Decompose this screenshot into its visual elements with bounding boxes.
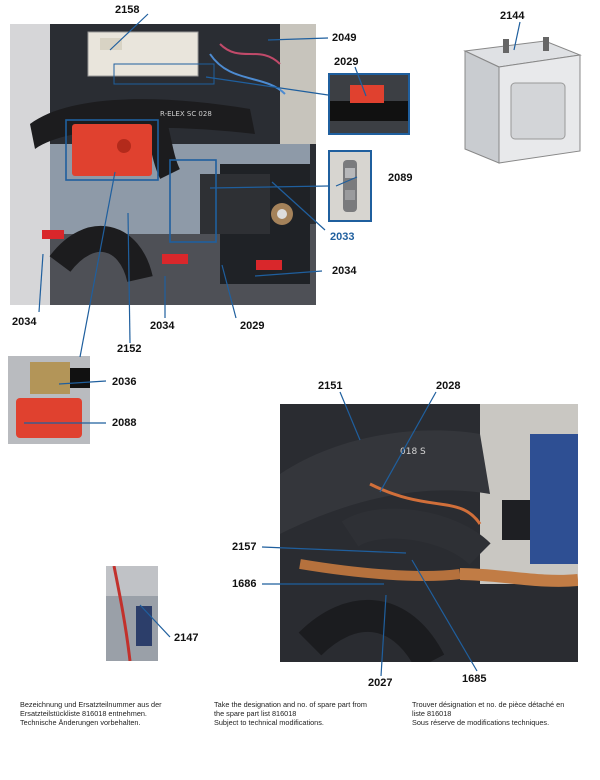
pipe-print-text: R-ELEX SC 028 — [160, 110, 212, 118]
label-2028: 2028 — [436, 380, 461, 392]
label-2029-bottom: 2029 — [240, 320, 265, 332]
label-2034-middle: 2034 — [150, 320, 175, 332]
footer-french-line-2: liste 816018 — [412, 709, 452, 719]
label-2088: 2088 — [112, 417, 137, 429]
footer-french-line-3: Sous réserve de modifications techniques… — [412, 718, 550, 728]
label-1686: 1686 — [232, 578, 257, 590]
label-2049: 2049 — [332, 32, 357, 44]
label-2089: 2089 — [388, 172, 413, 184]
footer-english-line-3: Subject to technical modifications. — [214, 718, 324, 728]
label-2157: 2157 — [232, 541, 257, 553]
main-boiler-photo: R-ELEX SC 028 — [10, 24, 316, 305]
pipe-print-text-2: 018 S — [400, 447, 426, 457]
footer-german-line-2: Ersatzteilstückliste 816018 entnehmen. — [20, 709, 147, 719]
footer-english-line-1: Take the designation and no. of spare pa… — [214, 700, 367, 709]
inset-2029-photo — [328, 73, 410, 135]
inset-2089-photo — [328, 150, 372, 222]
inset-2147-photo — [106, 566, 158, 661]
valve-actuator-red — [72, 124, 152, 176]
label-2034-right: 2034 — [332, 265, 357, 277]
label-1685: 1685 — [462, 673, 487, 685]
render-2144 — [455, 31, 587, 171]
footer-german: Bezeichnung und Ersatzteilnummer aus der… — [20, 700, 200, 728]
footer-german-line-3: Technische Änderungen vorbehalten. — [20, 718, 141, 728]
label-2151: 2151 — [318, 380, 343, 392]
footer-english: Take the designation and no. of spare pa… — [214, 700, 394, 728]
footer-english-line-2: the spare part list 816018 — [214, 709, 297, 719]
label-2027: 2027 — [368, 677, 393, 689]
label-2144: 2144 — [500, 10, 525, 22]
burner-area-photo: 018 S — [280, 404, 578, 662]
label-2152: 2152 — [117, 343, 142, 355]
label-2029-top: 2029 — [334, 56, 359, 68]
label-2034-left: 2034 — [12, 316, 37, 328]
footer-french: Trouver désignation et no. de pièce déta… — [412, 700, 592, 728]
label-2147: 2147 — [174, 632, 199, 644]
label-2036: 2036 — [112, 376, 137, 388]
label-2158: 2158 — [115, 4, 140, 16]
footer-french-line-1: Trouver désignation et no. de pièce déta… — [412, 700, 565, 709]
footer-german-line-1: Bezeichnung und Ersatzteilnummer aus der — [20, 700, 162, 709]
label-2033: 2033 — [330, 231, 355, 243]
inset-2036-2088-photo — [8, 356, 90, 444]
